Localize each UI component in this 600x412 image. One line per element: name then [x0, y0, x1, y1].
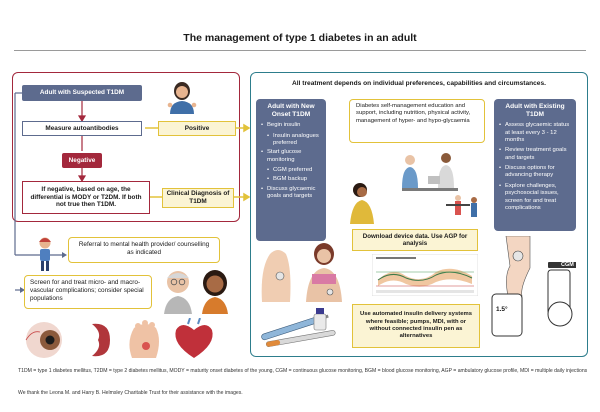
woman-braids-illustration [202, 270, 228, 314]
diagnosis-frame [12, 72, 240, 222]
automated-delivery-box: Use automated insulin delivery systems w… [352, 304, 480, 348]
eye-icon [25, 322, 62, 358]
insulin-users-illustration [261, 243, 342, 302]
organs-row [25, 318, 213, 358]
glucose-reading: 1.5° [496, 306, 508, 313]
adult-woman-illustration [167, 82, 197, 114]
foot-icon [129, 320, 159, 358]
measure-autoantibodies-box: Measure autoantibodies [22, 121, 142, 136]
new-onset-subitem: BGM backup [261, 176, 321, 184]
child-with-headache-illustration [39, 237, 51, 271]
suspected-t1dm-box: Adult with Suspected T1DM [22, 85, 142, 101]
clinical-diagnosis-box: Clinical Diagnosis of T1DM [162, 188, 234, 208]
older-man-illustration [164, 271, 192, 314]
new-onset-list: Begin insulinInsulin analogues preferred… [261, 122, 321, 200]
acknowledgement-footnote: We thank the Leona M. and Harry B. Helms… [18, 390, 243, 396]
new-onset-item: Discuss glycaemic goals and targets [261, 186, 321, 201]
new-onset-header: Adult with New Onset T1DM [267, 103, 315, 118]
treatment-frame [250, 72, 588, 357]
cgm-label: CGM [559, 262, 576, 268]
devices-illustration [491, 236, 573, 337]
new-onset-column: Adult with New Onset T1DM Begin insulinI… [256, 99, 326, 241]
education-illustration [350, 153, 477, 224]
existing-list: Assess glycaemic status at least every 3… [499, 122, 571, 212]
screen-complications-box: Screen for and treat micro- and macro-va… [24, 275, 152, 309]
education-box: Diabetes self-management education and s… [349, 99, 485, 143]
download-box: Download device data. Use AGP for analys… [352, 229, 478, 251]
existing-item: Review treatment goals and targets [499, 147, 571, 162]
differential-box: If negative, based on age, the different… [22, 181, 150, 214]
agp-report-illustration [372, 254, 478, 296]
insulin-pens-illustration [261, 308, 336, 347]
heart-icon [175, 318, 213, 358]
existing-item: Discuss options for advancing therapy [499, 165, 571, 180]
abbreviations-footnote: T1DM = type 1 diabetes mellitus, T2DM = … [18, 368, 588, 374]
new-onset-subitem: Insulin analogues preferred [261, 133, 321, 148]
kidney-icon [92, 323, 110, 357]
negative-box: Negative [62, 153, 102, 168]
existing-item: Assess glycaemic status at least every 3… [499, 122, 571, 144]
new-onset-subitem: CGM preferred [261, 167, 321, 175]
title-rule [14, 50, 586, 51]
new-onset-item: Begin insulin [261, 122, 321, 130]
page-title: The management of type 1 diabetes in an … [183, 32, 417, 44]
treatment-header: All treatment depends on individual pref… [292, 80, 546, 87]
positive-box: Positive [158, 121, 236, 136]
existing-header: Adult with Existing T1DM [505, 103, 565, 118]
existing-column: Adult with Existing T1DM Assess glycaemi… [494, 99, 576, 231]
referral-box: Referral to mental health provider/ coun… [68, 237, 220, 263]
existing-item: Explore challenges, psychosocial issues,… [499, 183, 571, 213]
new-onset-item: Start glucose monitoring [261, 149, 321, 164]
